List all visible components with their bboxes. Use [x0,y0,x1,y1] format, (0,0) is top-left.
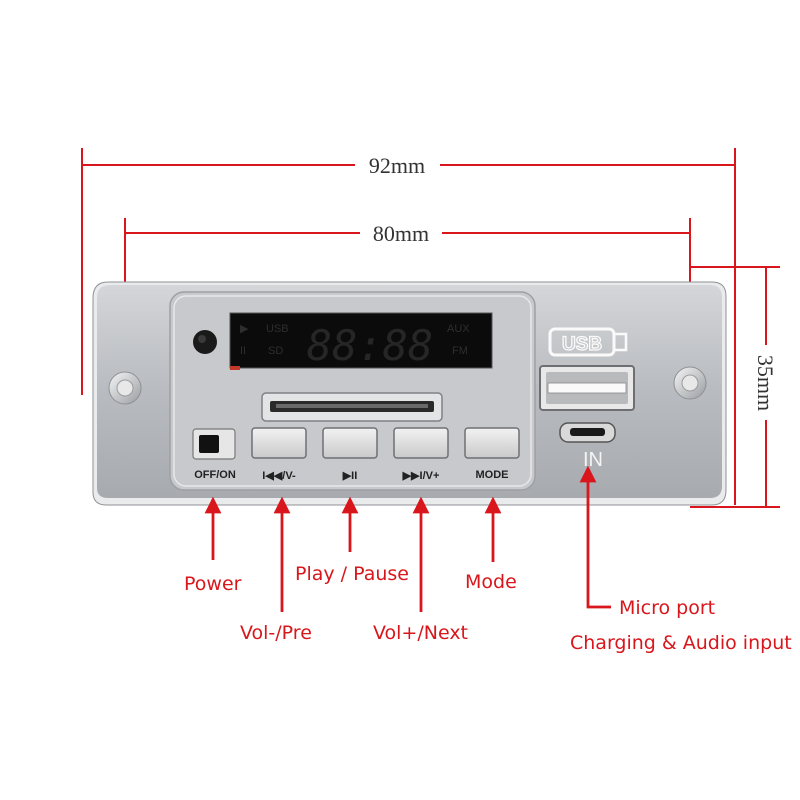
lcd-display: ▶ II USB SD 88:88 AUX FM [229,312,493,370]
caption-prev-vol-down: I◀◀/V- [262,470,296,482]
callout-vol-pre: Vol-/Pre [240,622,312,644]
sd-card-slot[interactable] [261,392,443,422]
caption-off-on: OFF/ON [194,469,236,481]
callout-mode: Mode [465,571,517,593]
callout-power: Power [184,573,242,595]
callout-charging-audio: Charging & Audio input [570,632,792,654]
mode-button[interactable] [464,427,520,459]
next-vol-up-button[interactable] [393,427,449,459]
power-switch[interactable] [192,428,236,460]
lcd-usb-indicator: USB [266,323,289,335]
dimension-80mm-label: 80mm [373,221,429,246]
caption-next-vol-up: ▶▶I/V+ [402,470,440,482]
callout-vol-next: Vol+/Next [373,622,469,644]
callout-micro-port: Micro port [619,597,716,619]
lcd-play-indicator: ▶ [240,323,249,335]
callout-arrows [204,465,611,612]
lcd-digits: 88:88 [307,321,433,370]
prev-vol-down-button[interactable] [251,427,307,459]
lcd-pause-indicator: II [240,345,246,357]
lcd-fm-indicator: FM [452,345,468,357]
lcd-aux-indicator: AUX [447,323,470,335]
micro-usb-port[interactable] [559,422,616,443]
dimension-92mm-label: 92mm [369,153,425,178]
dimension-overall-width [81,148,736,505]
dimension-height [690,266,780,508]
caption-play-pause: ▶II [342,470,358,482]
lcd-sd-indicator: SD [268,345,283,357]
caption-mode: MODE [475,469,509,481]
play-pause-button[interactable] [322,427,378,459]
dimension-35mm-label: 35mm [753,355,778,411]
usb-a-port[interactable] [539,365,635,411]
in-label: IN [583,449,603,471]
ir-receiver [193,330,217,354]
usb-logo: USB [548,327,628,357]
svg-text:USB: USB [562,334,602,355]
callout-play-pause: Play / Pause [295,563,409,585]
